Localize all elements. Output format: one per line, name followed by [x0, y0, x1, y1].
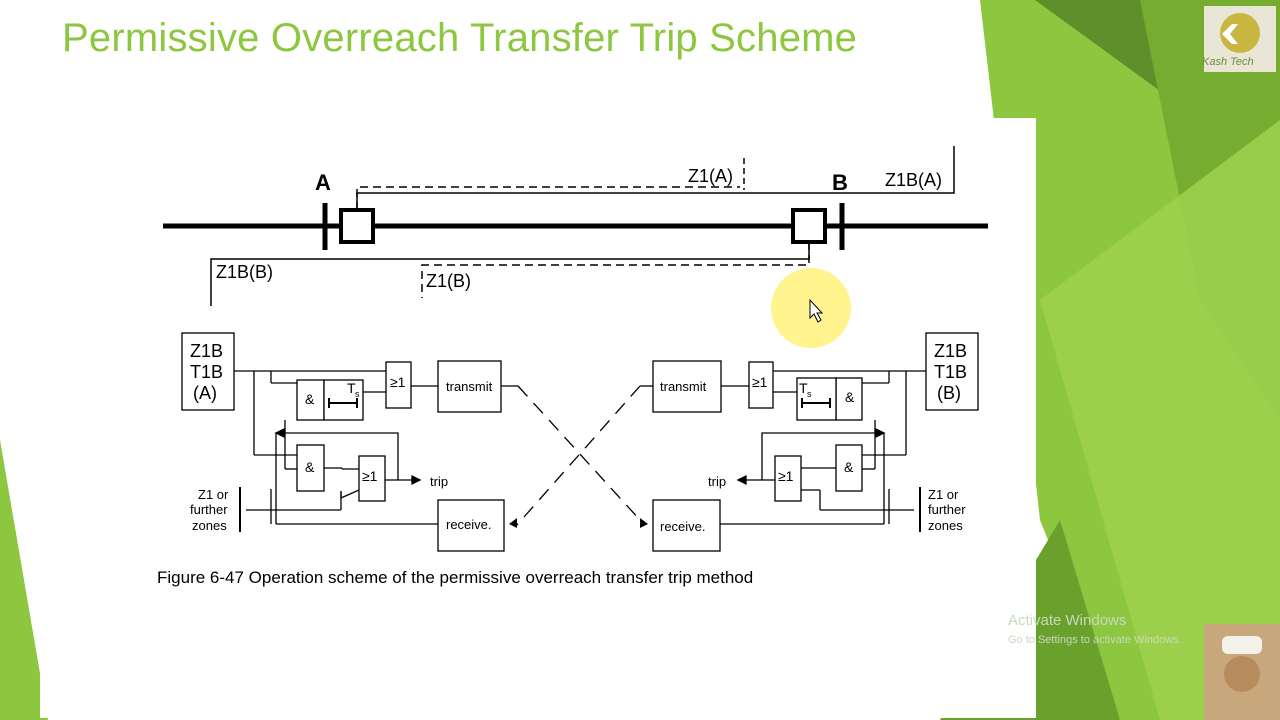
breaker-a [341, 210, 373, 242]
trip-b-label: trip [708, 474, 726, 489]
relay-b-line2: T1B [934, 362, 967, 382]
timer-a-sub: s [355, 389, 360, 399]
and-a1-label: & [305, 391, 315, 407]
figure-caption: Figure 6-47 Operation scheme of the perm… [157, 568, 753, 588]
relay-b-line3: (B) [937, 383, 961, 403]
and-b1-label: & [845, 389, 855, 405]
zones-b-line2: further [928, 502, 966, 517]
bus-a-label: A [315, 170, 331, 195]
breaker-b [793, 210, 825, 242]
timer-b-sub: s [807, 389, 812, 399]
relay-a-line2: T1B [190, 362, 223, 382]
zones-a-line2: further [190, 502, 228, 517]
relay-b-line1: Z1B [934, 341, 967, 361]
transmit-b-label: transmit [660, 379, 707, 394]
activation-watermark: Activate Windows [1008, 612, 1126, 629]
zone-z1ba-label: Z1B(A) [885, 170, 942, 190]
zone-z1bb-label: Z1B(B) [216, 262, 273, 282]
zone-z1b-label: Z1(B) [426, 271, 471, 291]
zones-b-line3: zones [928, 518, 963, 533]
transmit-a-label: transmit [446, 379, 493, 394]
or-a1-label: ≥1 [390, 374, 406, 390]
or-b1-label: ≥1 [752, 374, 768, 390]
relay-a-line1: Z1B [190, 341, 223, 361]
receive-b-label: receive. [660, 519, 706, 534]
or-b2-label: ≥1 [778, 468, 794, 484]
trip-a-label: trip [430, 474, 448, 489]
zone-z1a-label: Z1(A) [688, 166, 733, 186]
activation-watermark-sub: Go to Settings to activate Windows. [1008, 634, 1182, 646]
or-a2-label: ≥1 [362, 468, 378, 484]
and-a2-label: & [305, 459, 315, 475]
and-b2-label: & [844, 459, 854, 475]
zones-a-line1: Z1 or [198, 487, 229, 502]
bus-b-label: B [832, 170, 848, 195]
receive-a-label: receive. [446, 517, 492, 532]
zones-a-line3: zones [192, 518, 227, 533]
zones-b-line1: Z1 or [928, 487, 959, 502]
relay-a-line3: (A) [193, 383, 217, 403]
